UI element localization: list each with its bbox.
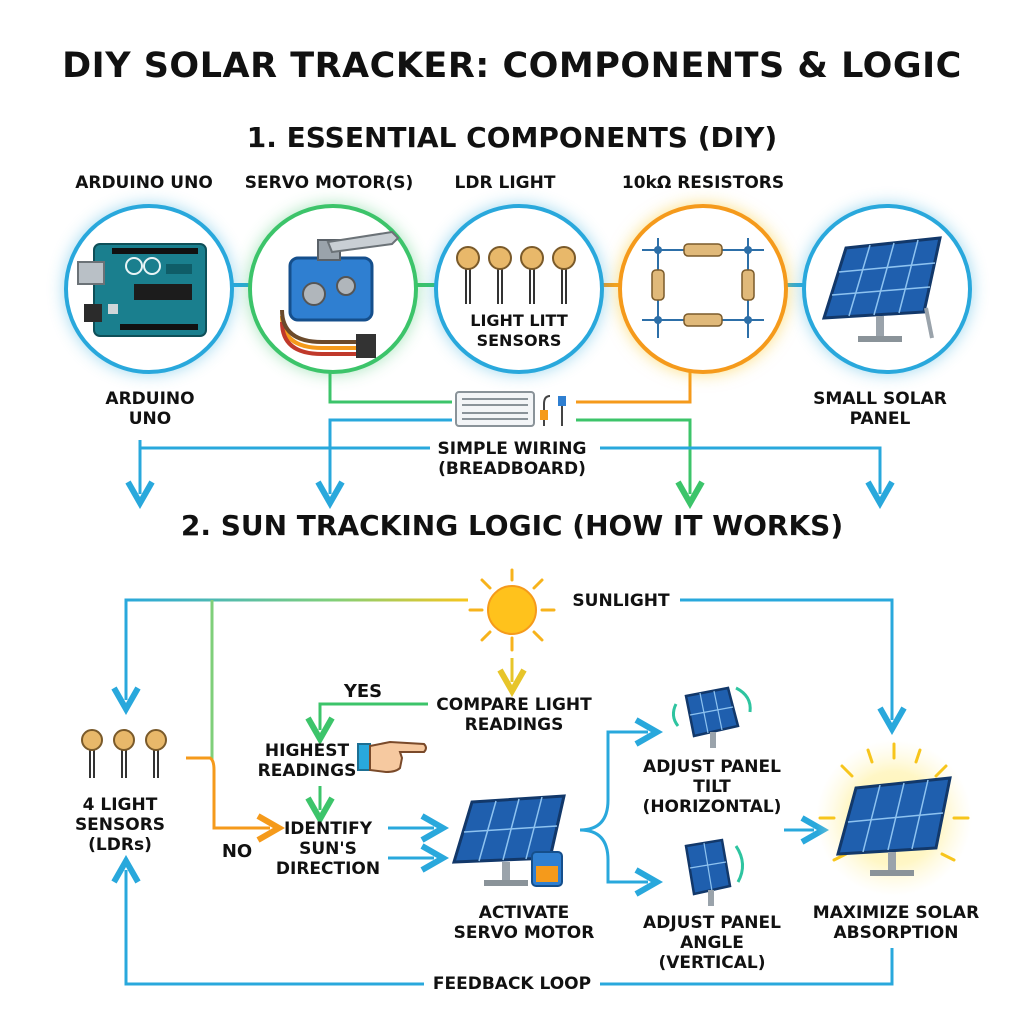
solar-panel-icon (821, 236, 942, 342)
sun-icon (468, 568, 556, 652)
servo-panel-icon (451, 794, 566, 887)
tilt-label-2: TILT (693, 777, 731, 797)
sensors-label-1: 4 LIGHT (82, 795, 158, 815)
ldr-circle: LIGHT LITT SENSORS (434, 204, 604, 374)
maximize-label-1: MAXIMIZE SOLAR (812, 903, 980, 923)
arduino-board-icon (77, 243, 207, 337)
page-title: DIY SOLAR TRACKER: COMPONENTS & LOGIC (62, 46, 962, 86)
sensors-label-2: SENSORS (74, 815, 166, 835)
panel-bottom-label-1: SMALL SOLAR (813, 389, 947, 409)
pointing-hand-icon (357, 740, 427, 774)
compare-label-2: READINGS (464, 715, 564, 735)
angle-label-3: (VERTICAL) (658, 953, 766, 973)
sunlight-label: SUNLIGHT (572, 591, 670, 611)
ldr-sensors-icon (456, 246, 576, 304)
panel-bottom-label-2: PANEL (849, 409, 911, 429)
sensors-label-3: (LDRs) (88, 835, 152, 855)
activate-label-1: ACTIVATE (478, 903, 570, 923)
resistor-top-label: 10kΩ RESISTORS (621, 173, 785, 193)
no-label: NO (221, 841, 253, 862)
arduino-bottom-label-1: ARDUINO (105, 389, 195, 409)
solar-panel-circle (802, 204, 972, 374)
feedback-loop-label: FEEDBACK LOOP (432, 974, 592, 994)
breadboard-icon (455, 391, 566, 427)
angle-label-2: ANGLE (680, 933, 744, 953)
angle-panel-icon (684, 838, 744, 906)
arduino-circle (64, 204, 234, 374)
maximize-label-2: ABSORPTION (833, 923, 959, 943)
ldr-inner-label-1: LIGHT LITT (470, 311, 568, 330)
section-logic-heading: 2. SUN TRACKING LOGIC (HOW IT WORKS) (180, 509, 844, 542)
arduino-bottom-label-2: UNO (128, 409, 172, 429)
section-components-heading: 1. ESSENTIAL COMPONENTS (DIY) (246, 121, 778, 154)
tilt-panel-icon (671, 686, 752, 748)
wiring-label-2: (BREADBOARD) (438, 459, 586, 479)
resistors-icon (642, 238, 764, 338)
resistor-circle (618, 204, 788, 374)
ldr-array-icon (81, 729, 167, 778)
compare-label-1: COMPARE LIGHT (436, 695, 592, 715)
angle-label-1: ADJUST PANEL (643, 913, 781, 933)
activate-label-2: SERVO MOTOR (453, 923, 595, 943)
highest-label-1: HIGHEST (264, 741, 350, 761)
servo-top-label: SERVO MOTOR(S) (244, 173, 414, 193)
servo-motor-icon (280, 230, 400, 358)
wiring-label-1: SIMPLE WIRING (437, 439, 587, 459)
identify-label-2: SUN'S (299, 839, 357, 859)
arduino-top-label: ARDUINO UNO (75, 173, 213, 193)
identify-label-3: DIRECTION (275, 859, 381, 879)
ldr-inner-label-2: SENSORS (476, 331, 562, 350)
highest-label-2: READINGS (257, 761, 357, 781)
yes-label: YES (343, 681, 383, 702)
servo-circle (248, 204, 418, 374)
maximize-panel-icon (816, 740, 972, 896)
tilt-label-1: ADJUST PANEL (643, 757, 781, 777)
ldr-top-label: LDR LIGHT (454, 173, 556, 193)
identify-label-1: IDENTIFY (283, 819, 373, 839)
tilt-label-3: (HORIZONTAL) (642, 797, 782, 817)
